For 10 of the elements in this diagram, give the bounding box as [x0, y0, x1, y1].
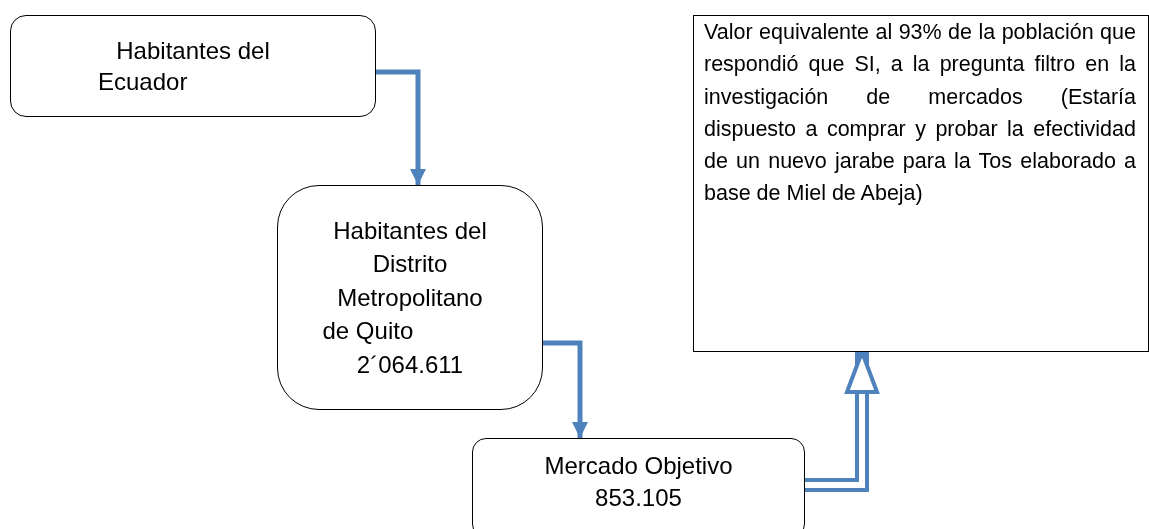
box-value: 2´064.611	[356, 349, 464, 380]
box-label: Habitantes del Ecuador	[98, 35, 271, 97]
process-box	[10, 15, 376, 117]
box-label: Mercado Objetivo	[544, 450, 733, 481]
process-box	[472, 438, 805, 529]
note-box	[693, 15, 1149, 352]
box-label: Valor equivalente al 93% de la población que respondió que SI, a la pregunta filtro en la investigación de mercados (Estaría dispuesto a comprar y probar la efectividad de un nuevo jarabe para la Tos elaborado a base de Miel de Abeja)	[704, 19, 1136, 208]
box-value: 853.105	[595, 483, 682, 513]
box-label: Habitantes del Distrito Metropolitano de Quito	[322, 215, 488, 347]
process-box	[277, 185, 543, 410]
